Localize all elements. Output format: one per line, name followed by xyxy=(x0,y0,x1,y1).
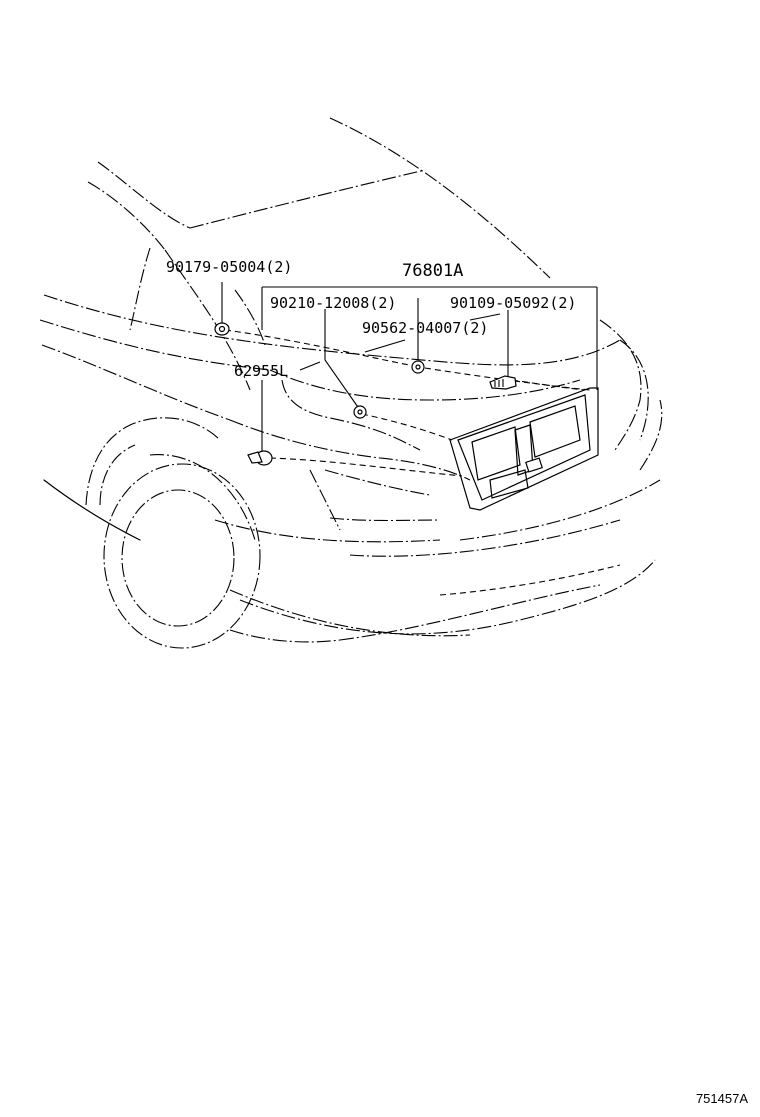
bolt-90210-icon xyxy=(353,405,367,419)
part-label-90109: 90109-05092(2) xyxy=(450,294,576,312)
leader-lines xyxy=(221,282,598,452)
bolt-90109-icon xyxy=(489,375,517,390)
part-label-90210: 90210-12008(2) xyxy=(270,294,396,312)
bolt-90179-icon xyxy=(214,322,230,336)
part-label-90562: 90562-04007(2) xyxy=(362,319,488,337)
license-plate-garnish xyxy=(449,387,599,511)
lamp-62955L-icon xyxy=(247,450,273,466)
part-label-90179: 90179-05004(2) xyxy=(166,258,292,276)
part-label-62955L: 62955L xyxy=(234,362,288,380)
clip-90562-icon xyxy=(411,360,425,374)
callout-labels: 76801A 90179-05004(2) 90210-12008(2) 901… xyxy=(166,258,576,380)
car-body-lines xyxy=(39,117,663,649)
fastener-paths xyxy=(224,329,591,477)
fasteners xyxy=(214,322,517,466)
part-label-76801A: 76801A xyxy=(402,261,463,281)
diagram-reference-number: 751457A xyxy=(695,1091,748,1106)
